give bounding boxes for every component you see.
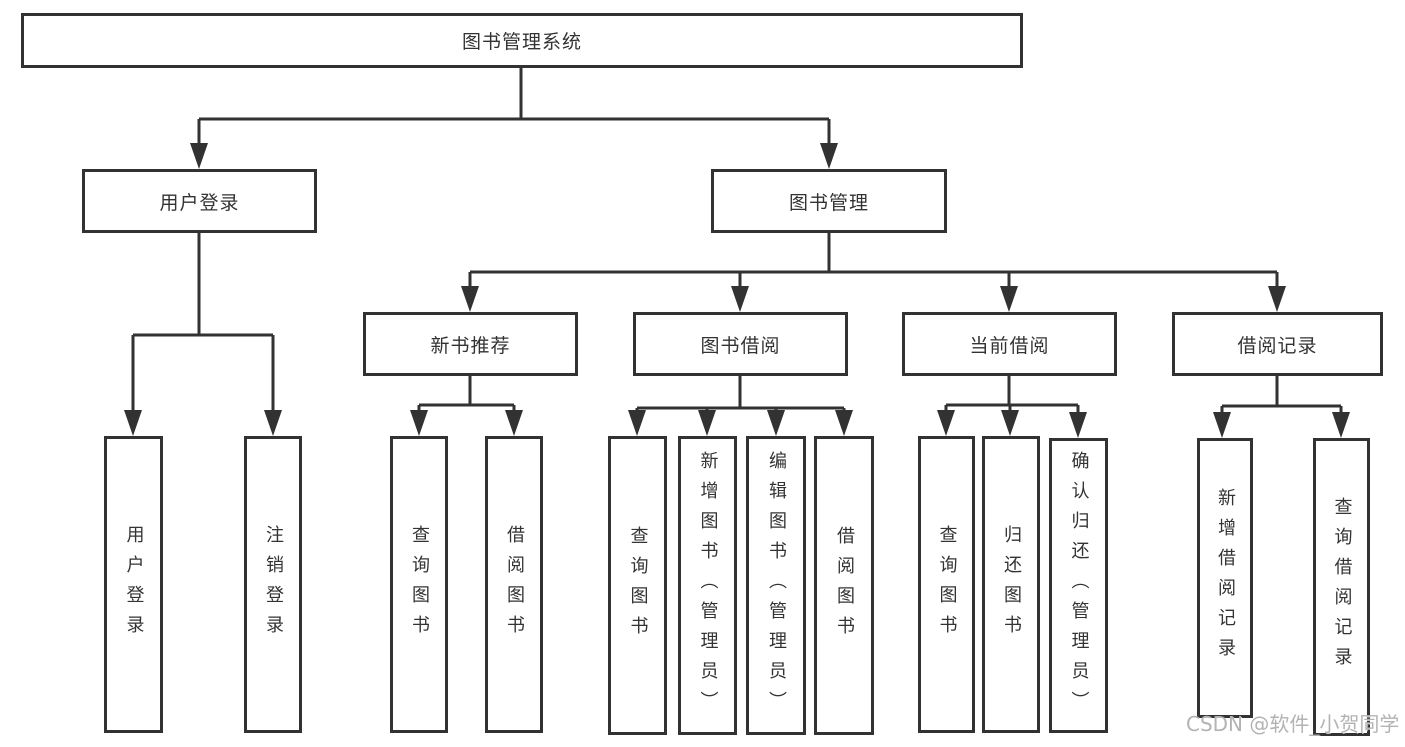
node-leaf-return-book: 归还图书 <box>982 436 1040 733</box>
node-leaf-query-borrow-record: 查询借阅记录 <box>1313 438 1370 736</box>
node-book-management: 图书管理 <box>711 169 947 233</box>
node-user-login-group-label: 用户登录 <box>159 191 240 214</box>
node-book-management-label: 图书管理 <box>788 191 869 214</box>
node-leaf-edit-book-label: 编辑图书（管理员） <box>766 450 787 721</box>
arrowheads <box>124 143 1350 438</box>
node-new-book-recommend: 新书推荐 <box>363 312 578 376</box>
node-leaf-query-book-3: 查询图书 <box>918 436 975 733</box>
node-user-login-group: 用户登录 <box>82 169 317 233</box>
node-leaf-return-book-label: 归还图书 <box>1001 524 1022 645</box>
node-leaf-borrow-book-2: 借阅图书 <box>814 436 874 735</box>
node-borrow-record: 借阅记录 <box>1172 312 1383 376</box>
node-leaf-add-borrow-record-label: 新增借阅记录 <box>1215 488 1236 668</box>
node-root: 图书管理系统 <box>21 13 1023 68</box>
node-leaf-borrow-book-1: 借阅图书 <box>485 436 543 733</box>
node-leaf-confirm-return: 确认归还（管理员） <box>1049 438 1108 733</box>
node-book-borrow: 图书借阅 <box>633 312 848 376</box>
node-root-label: 图书管理系统 <box>461 31 582 53</box>
node-leaf-query-book-1-label: 查询图书 <box>409 524 430 645</box>
node-leaf-query-book-2-label: 查询图书 <box>627 525 649 646</box>
node-leaf-add-book-label: 新增图书（管理员） <box>697 450 719 721</box>
node-leaf-query-book-1: 查询图书 <box>390 436 448 733</box>
node-current-borrow: 当前借阅 <box>902 312 1117 376</box>
node-leaf-confirm-return-label: 确认归还（管理员） <box>1068 450 1090 721</box>
csdn-watermark: CSDN @软件_小贺同学 <box>1186 712 1400 736</box>
connector-lines <box>131 66 1343 415</box>
node-leaf-logout-label: 注销登录 <box>263 524 284 645</box>
node-leaf-user-login-label: 用户登录 <box>123 524 145 645</box>
node-leaf-logout: 注销登录 <box>244 436 302 733</box>
node-borrow-record-label: 借阅记录 <box>1237 334 1318 357</box>
node-leaf-query-borrow-record-label: 查询借阅记录 <box>1331 497 1353 677</box>
node-book-borrow-label: 图书借阅 <box>700 334 781 357</box>
node-current-borrow-label: 当前借阅 <box>969 334 1050 357</box>
node-leaf-add-book: 新增图书（管理员） <box>678 436 737 735</box>
node-leaf-user-login: 用户登录 <box>104 436 163 733</box>
node-leaf-add-borrow-record: 新增借阅记录 <box>1197 438 1253 718</box>
node-leaf-query-book-3-label: 查询图书 <box>936 524 958 645</box>
node-leaf-query-book-2: 查询图书 <box>608 436 667 735</box>
node-new-book-recommend-label: 新书推荐 <box>430 334 511 357</box>
node-leaf-borrow-book-2-label: 借阅图书 <box>834 525 855 646</box>
node-leaf-borrow-book-1-label: 借阅图书 <box>504 524 525 645</box>
node-leaf-edit-book: 编辑图书（管理员） <box>746 436 806 735</box>
